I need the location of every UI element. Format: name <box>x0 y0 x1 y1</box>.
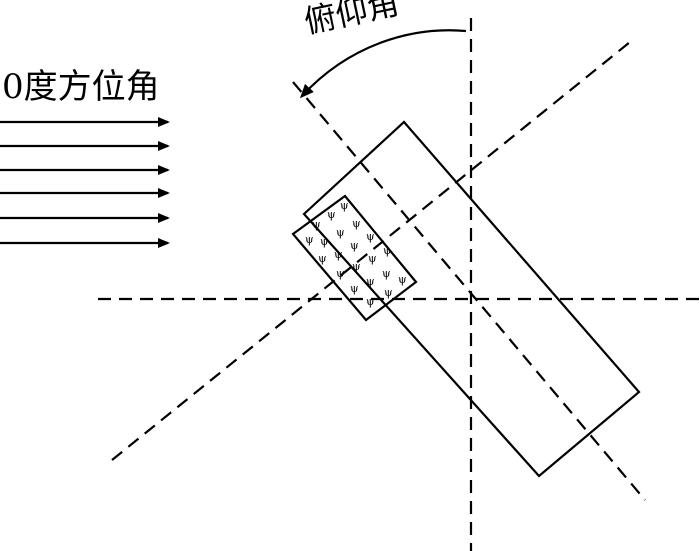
vegetation-patch-outline <box>291 194 418 322</box>
tilted-cross-axis <box>111 37 636 461</box>
vegetation-symbol: ψ <box>366 230 375 243</box>
vegetation-symbol: ψ <box>398 273 407 286</box>
vegetation-symbol: ψ <box>327 208 336 221</box>
azimuth-label: 0度方位角 <box>2 67 160 107</box>
vegetation-symbol: ψ <box>334 248 343 261</box>
vegetation-symbol: ψ <box>336 267 345 280</box>
vegetation-symbol: ψ <box>366 275 375 288</box>
vegetation-symbol: ψ <box>352 217 361 230</box>
vegetation-symbol: ψ <box>352 260 361 273</box>
reference-axes <box>98 18 700 551</box>
vegetation-symbol: ψ <box>383 244 392 257</box>
vegetation-symbol: ψ <box>384 286 393 299</box>
vegetation-symbol: ψ <box>340 199 349 212</box>
vegetation-symbol: ψ <box>305 233 314 246</box>
vegetation-symbol: ψ <box>336 226 345 239</box>
rotated-body <box>302 120 641 478</box>
vegetation-symbol: ψ <box>366 295 375 308</box>
vegetation-symbol: ψ <box>312 218 321 231</box>
tilted-long-axis <box>292 81 646 501</box>
vegetation-symbol: ψ <box>320 235 329 248</box>
wind-arrows <box>0 117 170 248</box>
vegetation-symbol: ψ <box>350 239 359 252</box>
vegetation-symbols: ψ ψ ψ ψ ψ ψ ψ ψ ψ ψ ψ ψ ψ ψ ψ ψ ψ ψ ψ ψ <box>305 199 407 308</box>
vegetation-symbol: ψ <box>350 282 359 295</box>
vegetation-symbol: ψ <box>368 252 377 265</box>
curved-arrow-icon <box>299 29 467 99</box>
vegetation-symbol: ψ <box>382 267 391 280</box>
vegetation-symbol: ψ <box>318 252 327 265</box>
vegetation-patch: ψ ψ ψ ψ ψ ψ ψ ψ ψ ψ ψ ψ ψ ψ ψ ψ ψ ψ ψ ψ <box>291 194 418 322</box>
